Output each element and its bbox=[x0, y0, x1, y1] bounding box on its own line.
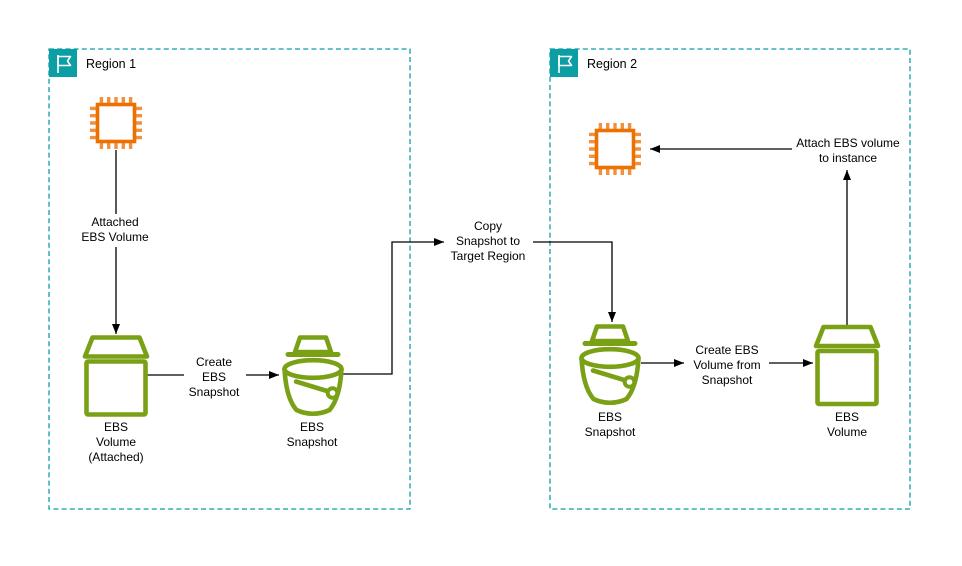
node-label-ebs-volume-2: EBS Volume bbox=[827, 410, 867, 439]
node-label-line: Volume bbox=[827, 425, 867, 439]
edge-label-line: to instance bbox=[819, 151, 877, 165]
label-bg bbox=[74, 214, 158, 247]
node-label-line: Snapshot bbox=[287, 435, 338, 449]
node-label-line: EBS bbox=[104, 420, 128, 434]
node-label-line: EBS bbox=[300, 420, 324, 434]
region-2-flag-icon bbox=[550, 49, 578, 77]
edge-label-line: Copy bbox=[474, 219, 502, 233]
edge-label-copy-snapshot: Copy Snapshot to Target Region bbox=[451, 219, 526, 263]
edge-label-line: Volume from bbox=[693, 358, 760, 372]
ebs-volume-icon bbox=[816, 327, 878, 404]
node-label-line: Snapshot bbox=[585, 425, 636, 439]
label-bg bbox=[184, 353, 246, 401]
node-label-ebs-volume-1: EBS Volume (Attached) bbox=[88, 420, 143, 464]
edge-label-line: Snapshot bbox=[189, 385, 240, 399]
edge-label-attached-ebs-volume: Attached EBS Volume bbox=[81, 215, 149, 244]
region-2-label: Region 2 bbox=[587, 57, 637, 71]
ec2-instance-icon bbox=[88, 95, 144, 151]
edge-label-line: Create bbox=[196, 355, 232, 369]
label-bg bbox=[684, 343, 769, 389]
node-label-ebs-snapshot-1: EBS Snapshot bbox=[287, 420, 338, 449]
arrow-snapshot1-to-copylabel bbox=[342, 238, 444, 375]
region-1-label: Region 1 bbox=[86, 57, 136, 71]
label-bg bbox=[445, 219, 533, 266]
flag-icon bbox=[57, 55, 72, 73]
node-label-line: EBS bbox=[598, 410, 622, 424]
region-1-flag-icon bbox=[49, 49, 77, 77]
ebs-volume-icon bbox=[85, 338, 147, 415]
ec2-instance-icon bbox=[587, 121, 643, 177]
edge-label-line: EBS Volume bbox=[81, 230, 149, 244]
edge-label-line: Target Region bbox=[451, 249, 526, 263]
edge-label-line: Attached bbox=[91, 215, 138, 229]
region-2-boundary bbox=[549, 48, 911, 510]
edge-label-line: Create EBS bbox=[695, 343, 758, 357]
edge-label-create-ebs-volume: Create EBS Volume from Snapshot bbox=[693, 343, 760, 387]
node-label-line: (Attached) bbox=[88, 450, 143, 464]
ebs-snapshot-icon bbox=[582, 327, 639, 403]
ebs-snapshot-icon bbox=[285, 338, 342, 414]
edge-label-line: EBS bbox=[202, 370, 226, 384]
region-1-group: Region 1 bbox=[48, 48, 411, 510]
region-2-group: Region 2 bbox=[549, 48, 911, 510]
region-1-boundary bbox=[48, 48, 411, 510]
edge-label-line: Attach EBS volume bbox=[796, 136, 900, 150]
edge-label-line: Snapshot bbox=[702, 373, 753, 387]
node-label-line: Volume bbox=[96, 435, 136, 449]
arrow-copylabel-to-snapshot2 bbox=[532, 241, 616, 322]
label-bg bbox=[793, 136, 903, 167]
node-label-line: EBS bbox=[835, 410, 859, 424]
flag-icon bbox=[558, 55, 573, 73]
node-label-ebs-snapshot-2: EBS Snapshot bbox=[585, 410, 636, 439]
edge-label-line: Snapshot to bbox=[456, 234, 520, 248]
edge-label-create-ebs-snapshot: Create EBS Snapshot bbox=[189, 355, 240, 399]
edge-label-attach-ebs-volume: Attach EBS volume to instance bbox=[796, 136, 900, 165]
